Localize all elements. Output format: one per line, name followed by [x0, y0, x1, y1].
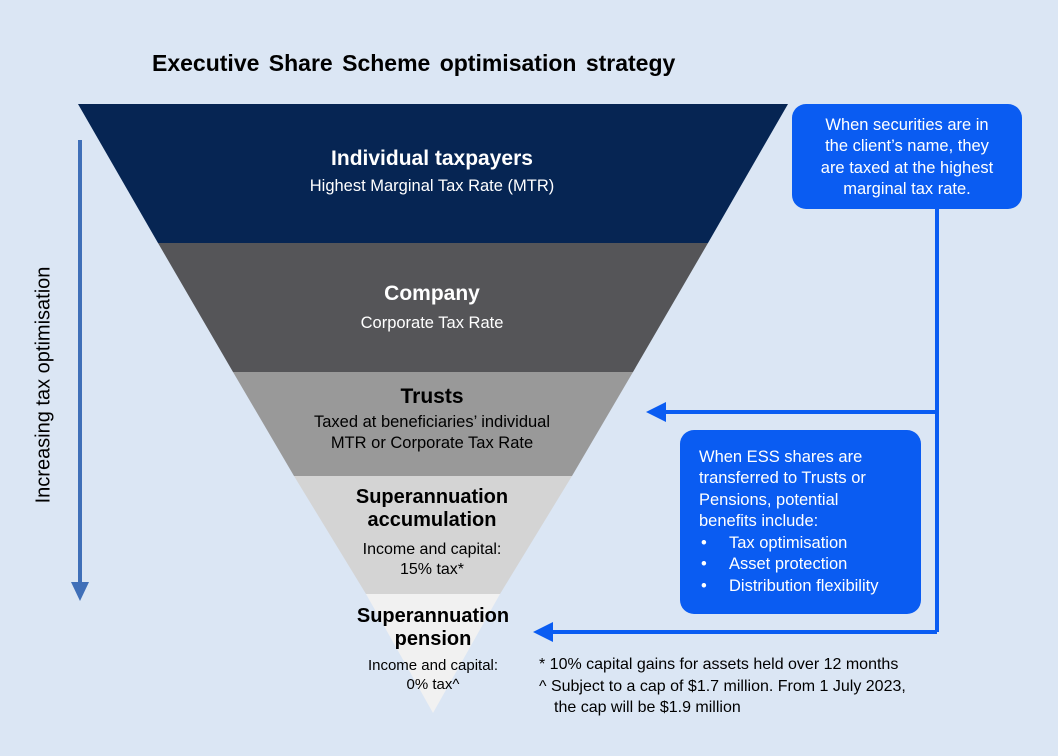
layer-trusts-text: Trusts Taxed at beneficiaries’ individua… [262, 384, 602, 454]
layer-super-accumulation-subtitle-line2: 15% tax* [399, 561, 465, 578]
layer-company-text: Company Corporate Tax Rate [232, 281, 632, 334]
layer-trusts-subtitle-line2: MTR or Corporate Tax Rate [330, 433, 534, 452]
layer-super-pension-text: Superannuation pension Income and capita… [333, 605, 533, 695]
footnotes: * 10% capital gains for assets held over… [539, 654, 906, 719]
layer-super-pension-title-line1: Superannuation [356, 605, 510, 627]
layer-individual-text: Individual taxpayers Highest Marginal Ta… [232, 146, 632, 197]
callout-top-line2: the client’s name, they [825, 137, 989, 156]
callout-top-line3: are taxed at the highest [820, 158, 994, 177]
callout-bottom-line1: When ESS shares are [699, 448, 863, 466]
callout-ess-benefits: When ESS shares are transferred to Trust… [680, 430, 921, 614]
layer-trusts-title: Trusts [400, 385, 464, 408]
footnote-caret-line1: ^ Subject to a cap of $1.7 million. From… [539, 677, 906, 695]
layer-company-title: Company [384, 282, 480, 305]
layer-super-pension-subtitle-line2: 0% tax^ [406, 675, 460, 693]
page-title: Executive Share Scheme optimisation stra… [152, 50, 676, 76]
layer-trusts-subtitle-line1: Taxed at beneficiaries’ individual [313, 413, 551, 432]
layer-individual-shape [78, 104, 788, 243]
axis-arrow-head [71, 582, 89, 601]
layer-company-shape [158, 243, 708, 372]
layer-super-accumulation-shape [294, 476, 572, 594]
layer-super-accumulation-subtitle-line1: Income and capital: [362, 541, 502, 558]
callout-top-line4: marginal tax rate. [843, 180, 971, 199]
callout-client-name: When securities are in the client’s name… [792, 104, 1022, 209]
layer-super-pension-shape [366, 594, 500, 713]
layer-super-accumulation-title-line1: Superannuation [355, 486, 509, 508]
arrow-to-trusts-head [646, 402, 666, 422]
layer-super-pension-subtitle-line1: Income and capital: [367, 657, 499, 674]
callout-top-line1: When securities are in [825, 116, 989, 134]
callout-bottom-line4: benefits include: [699, 512, 819, 531]
layer-individual-subtitle: Highest Marginal Tax Rate (MTR) [309, 177, 555, 196]
layer-company-subtitle: Corporate Tax Rate [360, 314, 504, 333]
layer-super-pension-title-line2: pension [394, 628, 472, 650]
benefit-item: Tax optimisation [699, 533, 921, 555]
layer-super-accumulation-text: Superannuation accumulation Income and c… [312, 486, 552, 580]
benefits-list: Tax optimisation Asset protection Distri… [699, 533, 921, 598]
benefit-item: Asset protection [699, 554, 921, 576]
callout-bottom-line2: transferred to Trusts or [699, 469, 866, 488]
layer-super-accumulation-title-line2: accumulation [367, 509, 497, 531]
layer-individual-title: Individual taxpayers [331, 147, 533, 170]
increasing-tax-optimisation-label: Increasing tax optimisation [32, 266, 55, 504]
footnote-caret-line2: the cap will be $1.9 million [554, 699, 741, 717]
layer-trusts-shape [233, 372, 633, 476]
callout-bottom-line3: Pensions, potential [699, 490, 839, 509]
footnote-star: * 10% capital gains for assets held over… [539, 656, 899, 673]
benefit-item: Distribution flexibility [699, 576, 921, 598]
arrow-to-pension-head [533, 622, 553, 642]
